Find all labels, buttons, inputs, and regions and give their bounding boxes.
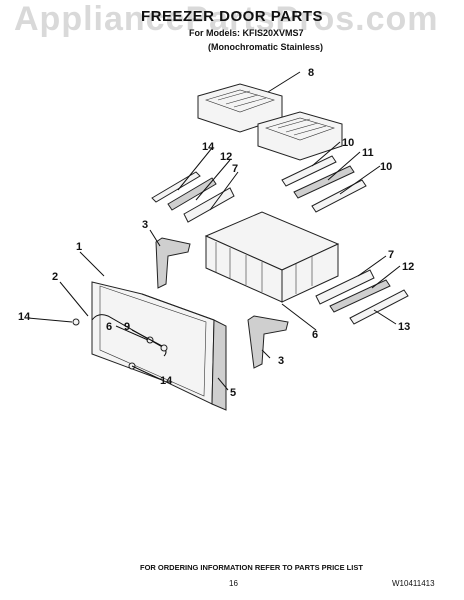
handle-screw-9 — [160, 344, 168, 352]
freezer-bin — [204, 211, 340, 303]
callout-5: 6 — [106, 321, 112, 333]
bracket-3-lower — [247, 315, 289, 369]
basket-upper — [197, 83, 283, 133]
callout-6: 6 — [312, 329, 318, 341]
callout-11: 11 — [362, 147, 374, 159]
callout-9: 9 — [124, 321, 130, 333]
bracket-3-upper — [155, 237, 191, 289]
callout-12-upper: 12 — [220, 151, 232, 163]
freezer-door — [91, 281, 227, 411]
callout-4: 5 — [230, 387, 236, 399]
callout-10-lower: 10 — [380, 161, 392, 173]
callout-7-upper: 7 — [232, 163, 238, 175]
callout-13-upper: 14 — [202, 141, 215, 153]
leader-lines — [27, 71, 401, 391]
doc-number: W10411413 — [392, 579, 435, 588]
screw-14-left — [72, 318, 80, 326]
rail-12-right — [329, 279, 391, 313]
callout-13-lower: 13 — [398, 321, 410, 333]
callout-14-lower: 14 — [160, 375, 173, 387]
page-title: FREEZER DOOR PARTS — [140, 8, 324, 25]
callout-1: 1 — [76, 241, 82, 253]
finish-line: (Monochromatic Stainless) — [208, 42, 324, 52]
callout-3-upper: 3 — [142, 219, 148, 231]
rail-13-right — [349, 289, 409, 325]
callout-7-lower: 7 — [388, 249, 394, 261]
rail-10-lower — [311, 179, 367, 213]
page-number: 16 — [229, 579, 238, 588]
model-line: For Models: KFIS20XVMS7 — [189, 28, 304, 38]
callout-14-left: 14 — [18, 311, 31, 323]
watermark: AppliancePartsPros.com — [14, 0, 439, 38]
callout-8: 8 — [308, 67, 314, 79]
callout-2: 2 — [52, 271, 58, 283]
rail-12-left — [167, 177, 217, 211]
rail-7-left — [183, 187, 235, 223]
basket-lower — [257, 111, 343, 161]
callout-12-lower: 12 — [402, 261, 414, 273]
rail-13-left — [151, 171, 201, 203]
rail-11 — [293, 165, 355, 199]
callout-3-lower: 3 — [278, 355, 284, 367]
callout-10-upper: 10 — [342, 137, 354, 149]
ordering-note: FOR ORDERING INFORMATION REFER TO PARTS … — [140, 563, 363, 572]
rail-10-upper — [281, 155, 337, 187]
rail-7-right — [315, 269, 375, 305]
